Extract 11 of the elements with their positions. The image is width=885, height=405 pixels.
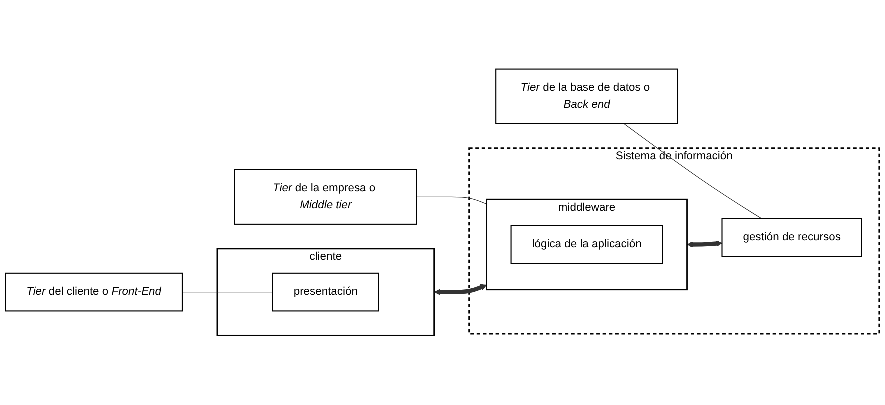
node-box: Tier de la base de datos o Back end [496, 68, 678, 124]
node-box: gestión de recursos [722, 218, 862, 258]
connector [416, 196, 488, 205]
arrow [434, 284, 488, 296]
node-box: Tier de la empresa o Middle tier [234, 169, 418, 225]
arrow [687, 240, 723, 248]
node-box: Tier del cliente o Front-End [5, 272, 184, 312]
node-box: presentación [272, 272, 380, 312]
connector [182, 292, 274, 293]
node-box: lógica de la aplicación [510, 225, 664, 264]
connector [624, 124, 762, 220]
